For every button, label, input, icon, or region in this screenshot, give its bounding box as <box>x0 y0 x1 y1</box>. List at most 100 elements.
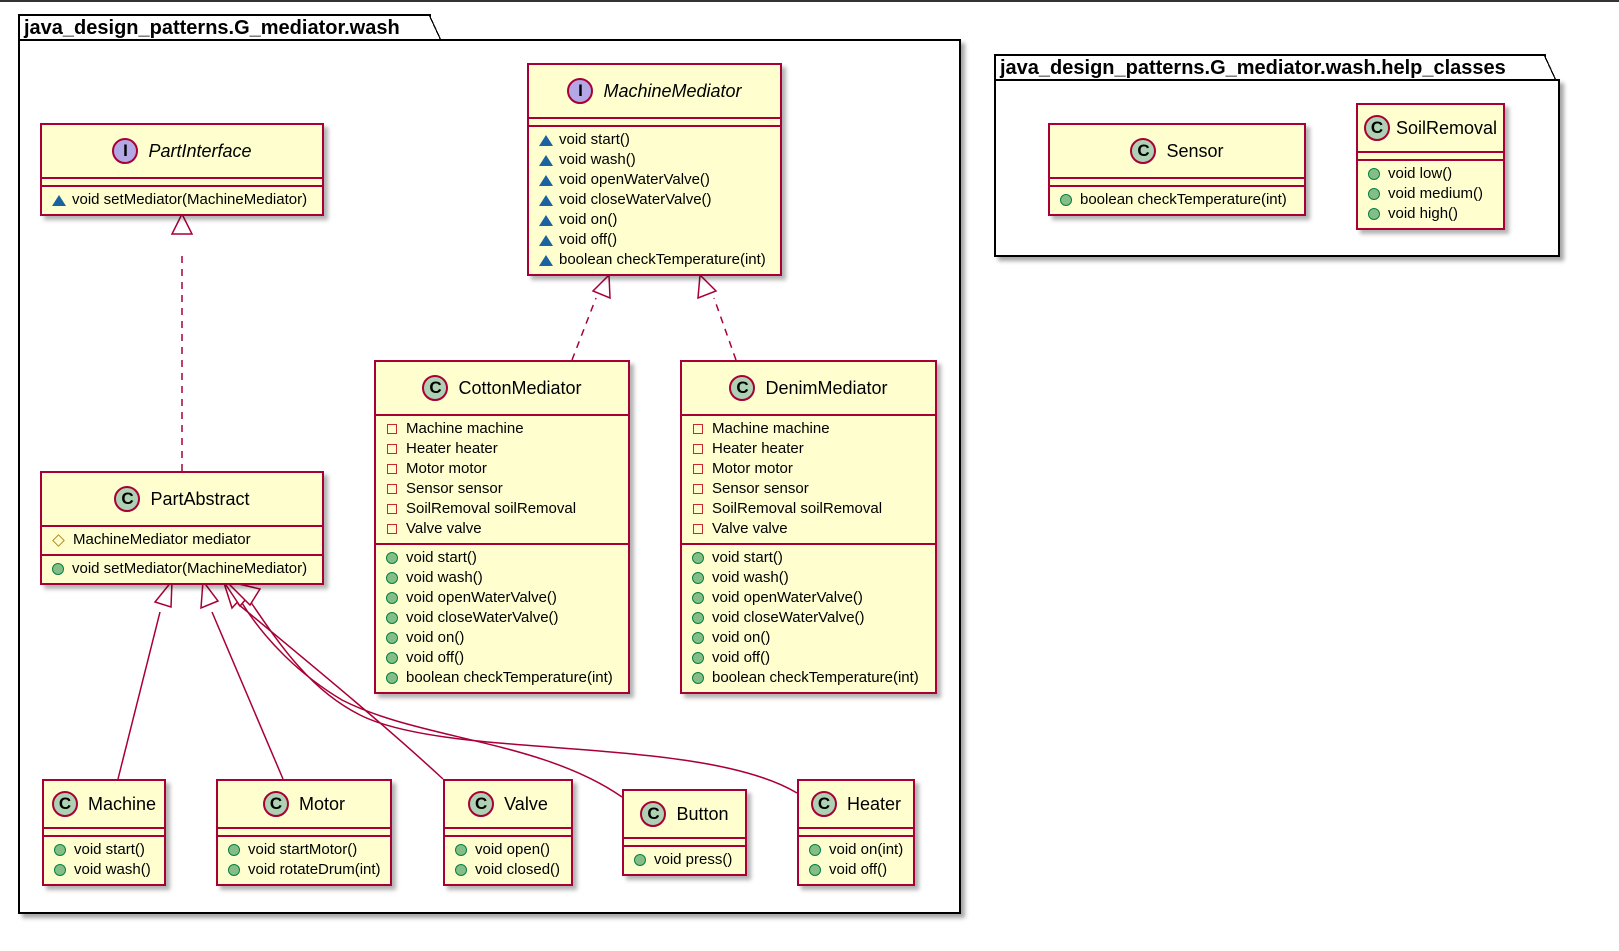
class-button[interactable]: C Button void press() <box>622 789 747 876</box>
realization-denim-machinemediator <box>713 297 737 361</box>
class-valve[interactable]: C Valve void open() void closed() <box>443 779 573 886</box>
method: void medium() <box>1358 184 1503 204</box>
private-icon <box>693 444 703 454</box>
class-name: Valve <box>504 793 548 814</box>
method-list: void start() void wash() void openWaterV… <box>682 545 935 692</box>
method: void on() <box>529 210 780 230</box>
class-name: PartInterface <box>148 140 252 161</box>
field-list: MachineMediator mediator <box>42 527 322 554</box>
method: void setMediator(MachineMediator) <box>42 190 322 210</box>
class-name: SoilRemoval <box>1395 117 1498 138</box>
public-icon <box>1060 194 1072 206</box>
class-heater[interactable]: C Heater void on(int) void off() <box>797 779 915 886</box>
field: Machine machine <box>682 419 935 439</box>
method: void start() <box>682 548 935 568</box>
public-icon <box>692 612 704 624</box>
public-icon <box>386 632 398 644</box>
class-name: DenimMediator <box>765 377 888 398</box>
public-icon <box>386 652 398 664</box>
public-icon <box>1368 168 1380 180</box>
method: void openWaterValve() <box>529 170 780 190</box>
package-private-icon <box>52 194 66 206</box>
class-cottonmediator[interactable]: C CottonMediator Machine machine Heater … <box>374 360 630 694</box>
private-icon <box>387 504 397 514</box>
method: boolean checkTemperature(int) <box>529 250 780 270</box>
private-icon <box>693 504 703 514</box>
method: boolean checkTemperature(int) <box>682 668 935 688</box>
top-border <box>0 0 1619 2</box>
public-icon <box>386 572 398 584</box>
class-name: Sensor <box>1166 140 1224 161</box>
field: Motor motor <box>682 459 935 479</box>
interface-partinterface[interactable]: I PartInterface void setMediator(Machine… <box>40 123 324 216</box>
method: void setMediator(MachineMediator) <box>42 559 322 579</box>
field: Heater heater <box>376 439 628 459</box>
class-partabstract[interactable]: C PartAbstract MachineMediator mediator … <box>40 471 324 585</box>
method-list: void start() void wash() <box>44 837 164 884</box>
class-motor[interactable]: C Motor void startMotor() void rotateDru… <box>216 779 392 886</box>
method: void openWaterValve() <box>682 588 935 608</box>
arrowhead-heater-to-partabstract <box>223 579 262 607</box>
method-list: void on(int) void off() <box>799 837 913 884</box>
public-icon <box>1368 208 1380 220</box>
package-tab-help: java_design_patterns.G_mediator.wash.hel… <box>994 54 1556 80</box>
class-name: Heater <box>846 793 902 814</box>
class-name: MachineMediator <box>603 80 742 101</box>
method: void press() <box>624 850 745 870</box>
package-private-icon <box>539 214 553 226</box>
protected-icon <box>52 533 65 547</box>
public-icon <box>228 864 240 876</box>
method: void on() <box>682 628 935 648</box>
method: boolean checkTemperature(int) <box>1050 190 1304 210</box>
realization-cotton-machinemediator <box>571 297 597 361</box>
method: void on(int) <box>799 840 913 860</box>
public-icon <box>634 854 646 866</box>
class-denimmediator[interactable]: C DenimMediator Machine machine Heater h… <box>680 360 937 694</box>
method: void closeWaterValve() <box>529 190 780 210</box>
package-private-icon <box>539 194 553 206</box>
method-list: void open() void closed() <box>445 837 571 884</box>
class-name: Button <box>676 803 729 824</box>
public-icon <box>809 844 821 856</box>
generalization-motor-partabstract <box>211 611 284 780</box>
class-icon: C <box>1130 138 1157 164</box>
class-machine[interactable]: C Machine void start() void wash() <box>42 779 166 886</box>
private-icon <box>693 484 703 494</box>
public-icon <box>386 592 398 604</box>
class-sensor[interactable]: C Sensor boolean checkTemperature(int) <box>1048 123 1306 216</box>
field: Sensor sensor <box>376 479 628 499</box>
class-name: Motor <box>298 793 345 814</box>
interface-machinemediator[interactable]: I MachineMediator void start() void wash… <box>527 63 782 276</box>
public-icon <box>54 844 66 856</box>
method: void start() <box>529 130 780 150</box>
private-icon <box>387 464 397 474</box>
method-list: void setMediator(MachineMediator) <box>42 187 322 214</box>
field: Motor motor <box>376 459 628 479</box>
public-icon <box>692 552 704 564</box>
package-tab-main: java_design_patterns.G_mediator.wash <box>18 14 441 40</box>
class-icon: C <box>1363 115 1390 141</box>
method: void closed() <box>445 860 571 880</box>
arrowhead-to-partinterface <box>170 212 194 235</box>
method: void wash() <box>529 150 780 170</box>
method: void wash() <box>682 568 935 588</box>
field-list: Machine machine Heater heater Motor moto… <box>682 416 935 543</box>
interface-icon: I <box>112 138 139 164</box>
method: void start() <box>376 548 628 568</box>
private-icon <box>387 524 397 534</box>
method: void start() <box>44 840 164 860</box>
public-icon <box>228 844 240 856</box>
method-list: void start() void wash() void openWaterV… <box>529 127 780 274</box>
public-icon <box>692 572 704 584</box>
field: SoilRemoval soilRemoval <box>682 499 935 519</box>
field: Machine machine <box>376 419 628 439</box>
class-soilremoval[interactable]: C SoilRemoval void low() void medium() v… <box>1356 103 1505 230</box>
package-private-icon <box>539 234 553 246</box>
method: void high() <box>1358 204 1503 224</box>
method: void wash() <box>376 568 628 588</box>
method: void closeWaterValve() <box>376 608 628 628</box>
public-icon <box>386 612 398 624</box>
public-icon <box>455 844 467 856</box>
method: void off() <box>799 860 913 880</box>
